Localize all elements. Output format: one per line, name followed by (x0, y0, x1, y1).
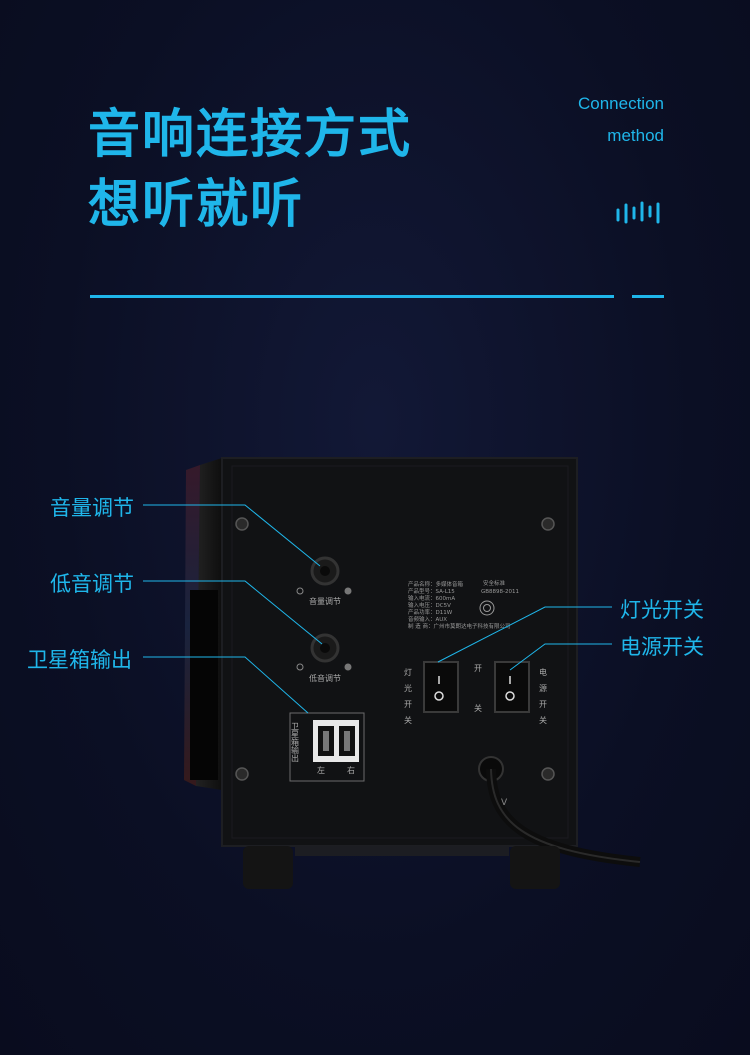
svg-text:输入电流：600mA: 输入电流：600mA (408, 594, 455, 602)
page-subtitle: 想听就听 (88, 175, 305, 235)
switch-on-label: 开 (474, 664, 482, 673)
switch-off-label: 关 (474, 703, 482, 713)
svg-text:产品功率：D11W: 产品功率：D11W (408, 608, 453, 616)
light-switch-text: 灯光开关 (404, 667, 413, 732)
english-title-line1: Connection (577, 94, 664, 113)
power-switch-text: 电源开关 (539, 667, 548, 732)
svg-text:产品名称：多媒体音箱: 产品名称：多媒体音箱 (408, 580, 464, 588)
dc-mark: V (501, 798, 508, 808)
page-title: 音响连接方式 (88, 105, 413, 165)
safety-standard: GB8898-2011 (481, 589, 519, 595)
satellite-callout: 卫星箱输出 (27, 648, 132, 672)
svg-text:产品型号：SA-L15: 产品型号：SA-L15 (408, 587, 455, 595)
spec-label: 产品名称：多媒体音箱 产品型号：SA-L15 输入电流：600mA 输入电压：D… (408, 580, 511, 630)
power-switch-callout: 电源开关 (620, 635, 704, 659)
english-title-line2: method (607, 126, 664, 145)
bass-knob-label: 低音调节 (309, 673, 341, 683)
divider-short (632, 295, 664, 298)
light-switch (423, 661, 459, 713)
power-switch (494, 661, 530, 713)
bass-callout: 低音调节 (50, 572, 134, 596)
sound-wave-icon (616, 201, 660, 224)
right-label: 右 (347, 765, 355, 775)
divider-long (90, 295, 614, 298)
left-label: 左 (317, 765, 325, 775)
svg-text:制 造 商：广州市莫朗达电子科技有限公司: 制 造 商：广州市莫朗达电子科技有限公司 (408, 622, 511, 630)
light-switch-callout: 灯光开关 (620, 598, 704, 622)
callout-lines (143, 504, 612, 714)
safety-title: 安全标准 (483, 579, 506, 587)
satellite-port-label: 卫星箱输出 (291, 722, 300, 763)
screw-icon (235, 517, 555, 781)
ccc-cert-icon (479, 600, 495, 616)
volume-knob-label: 音量调节 (309, 596, 341, 606)
svg-text:音频输入：AUX: 音频输入：AUX (408, 615, 447, 623)
volume-callout: 音量调节 (50, 496, 134, 520)
svg-text:输入电压：DC5V: 输入电压：DC5V (408, 601, 451, 609)
